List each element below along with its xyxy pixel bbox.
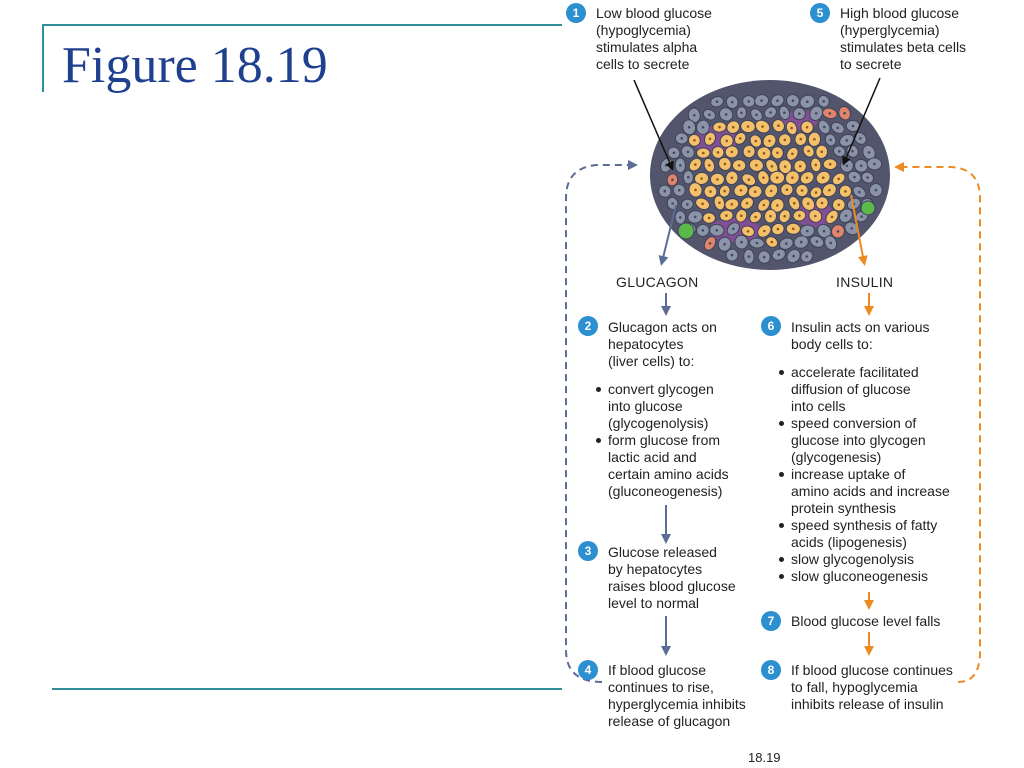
step-3-text: Glucose released by hepatocytes raises b…: [608, 544, 736, 611]
step-5-text: High blood glucose (hyperglycemia) stimu…: [840, 5, 967, 72]
list-item: slow glycogenolysis: [777, 551, 950, 568]
step-8-badge: 8: [761, 660, 781, 680]
insulin-feedback-loop: [894, 162, 981, 683]
list-item: convert glycogen into glucose (glycogeno…: [594, 381, 729, 432]
title-frame-top: [42, 24, 562, 26]
step-8-text: If blood glucose continues to fall, hypo…: [791, 662, 953, 712]
step-2-badge: 2: [578, 316, 598, 336]
step-1-badge: 1: [566, 3, 586, 23]
step-1-text: Low blood glucose (hypoglycemia) stimula…: [596, 5, 712, 72]
step-5-badge: 5: [810, 3, 830, 23]
islet-cells: [658, 94, 883, 265]
step-4-text: If blood glucose continues to rise, hype…: [608, 662, 746, 729]
list-item: form glucose from lactic acid and certai…: [594, 432, 729, 500]
glucagon-feedback-loop: [565, 160, 638, 683]
step-7-badge: 7: [761, 611, 781, 631]
pancreatic-islet: [650, 80, 890, 270]
slide-title: Figure 18.19: [62, 37, 328, 94]
glucagon-secretion-arrow: [658, 204, 677, 266]
glucagon-label: GLUCAGON: [616, 274, 699, 290]
bottom-frame-line: [52, 688, 562, 690]
page-number: 18.19: [748, 750, 781, 765]
step-7-text: Blood glucose level falls: [791, 613, 941, 629]
step-4-badge: 4: [578, 660, 598, 680]
list-item: increase uptake of amino acids and incre…: [777, 466, 950, 517]
step-2-text: Glucagon acts on hepatocytes (liver cell…: [608, 319, 717, 369]
step-3-badge: 3: [578, 541, 598, 561]
step-6-badge: 6: [761, 316, 781, 336]
insulin-label: INSULIN: [836, 274, 894, 290]
list-item: slow gluconeogenesis: [777, 568, 950, 585]
step5-pointer-arrow: [842, 77, 881, 166]
step1-pointer-arrow: [633, 79, 674, 171]
step-6-text: Insulin acts on various body cells to:: [791, 319, 930, 352]
title-frame-vertical: [42, 24, 44, 92]
list-item: speed synthesis of fatty acids (lipogene…: [777, 517, 950, 551]
insulin-secretion-arrow: [850, 194, 868, 266]
list-item: accelerate facilitated diffusion of gluc…: [777, 364, 950, 415]
list-item: speed conversion of glucose into glycoge…: [777, 415, 950, 466]
glucagon-actions-list: convert glycogen into glucose (glycogeno…: [594, 381, 729, 500]
insulin-actions-list: accelerate facilitated diffusion of gluc…: [777, 364, 950, 585]
